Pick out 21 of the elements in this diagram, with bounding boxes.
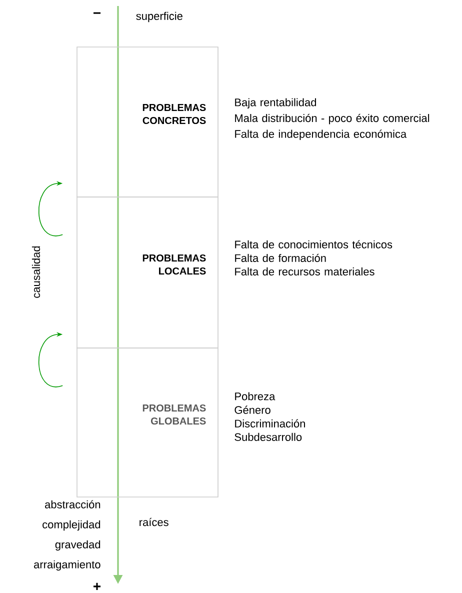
curved-arrow <box>38 332 63 388</box>
problem-text: Falta de recursos materiales <box>235 267 374 276</box>
scale-label: abstracción complejidad gravedad arraigamiento <box>34 500 100 571</box>
problem-text: Género <box>234 406 270 414</box>
problem-text: Falta de formación <box>235 254 326 262</box>
problem-text: Falta de conocimientos técnicos <box>235 240 392 248</box>
scale-label: superficie <box>136 12 182 22</box>
scale-label: raíces <box>140 518 168 526</box>
problem-text: Falta de independencia económica <box>235 130 407 140</box>
axis-label: causalidad <box>32 246 40 298</box>
sign-label: − <box>94 12 101 14</box>
problem-text: Pobreza <box>235 392 276 400</box>
curved-arrow <box>38 181 63 236</box>
problem-text: Baja rentabilidad <box>235 98 316 108</box>
problem-text: Subdesarrollo <box>234 432 302 441</box>
problem-box: PROBLEMAS CONCRETOS <box>76 46 218 198</box>
sign-label: + <box>94 582 101 590</box>
problem-box: PROBLEMAS LOCALES <box>76 196 218 348</box>
problem-text: Discriminación <box>235 419 305 428</box>
problem-box: PROBLEMAS GLOBALES <box>76 348 218 498</box>
problem-text: Mala distribución - poco éxito comercial <box>235 114 430 124</box>
